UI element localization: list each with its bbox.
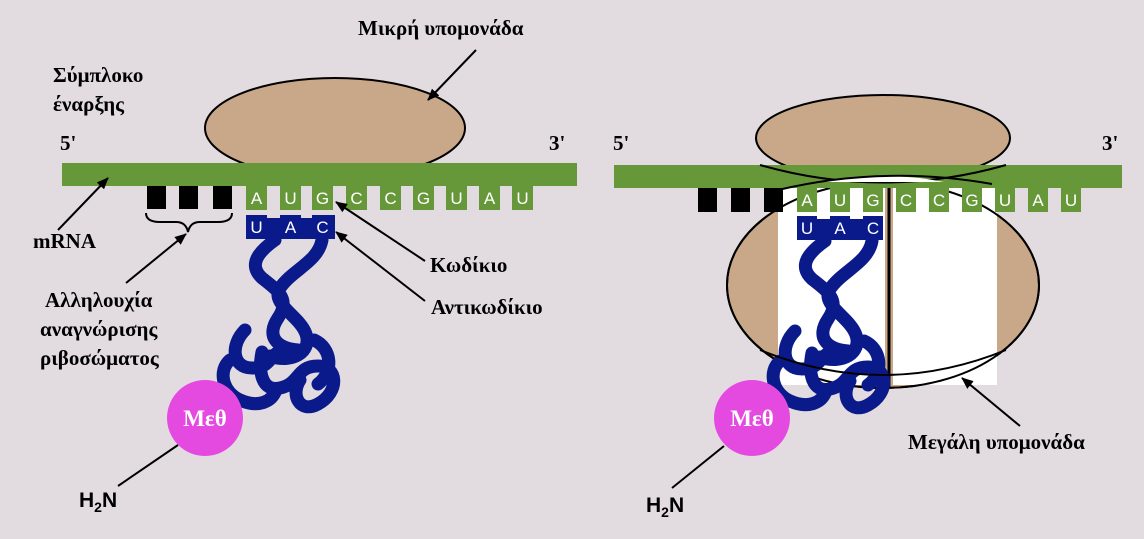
codon-box — [280, 186, 301, 210]
mrna-base: U — [284, 189, 296, 208]
anticodon-base: A — [834, 219, 846, 238]
mrna-base: C — [900, 191, 912, 210]
mrna-base: A — [801, 191, 813, 210]
mrna-base: C — [350, 189, 362, 208]
anticodon-base: C — [867, 219, 879, 238]
mrna-base: G — [965, 191, 978, 210]
small-subunit-label: Μικρή υπομονάδα — [358, 16, 524, 40]
mrna-base-box — [896, 188, 916, 212]
initiation-complex-label-line1: Σύμπλοκο — [53, 63, 143, 87]
right-trna — [766, 234, 891, 415]
mrna-base-box — [380, 186, 401, 210]
codon-arrow — [335, 201, 426, 262]
mrna-base-box — [512, 186, 533, 210]
amino-group-label: H2N — [79, 489, 117, 515]
mrna-base-box — [479, 186, 500, 210]
mrna-base: U — [834, 191, 846, 210]
mrna-base: C — [384, 189, 396, 208]
methionine-label: Μεθ — [183, 406, 227, 431]
codon-box — [863, 188, 883, 212]
mrna-strand — [62, 163, 577, 186]
anticodon-base: U — [250, 218, 262, 237]
mrna-base-box — [995, 188, 1015, 212]
five-prime-label: 5' — [60, 131, 76, 155]
methionine-circle — [167, 380, 243, 456]
anticodon-arrow — [335, 231, 426, 302]
tunnel-arc — [777, 174, 993, 191]
mrna-base-box — [929, 188, 949, 212]
mrna-base: C — [933, 191, 945, 210]
anticodon-base: A — [285, 218, 297, 237]
a-site-cavity — [893, 185, 997, 385]
left-mrna-bases: A U G C C G U A U — [246, 186, 533, 210]
large-subunit-label: Μεγάλη υπομονάδα — [908, 430, 1085, 454]
amino-group-label: H2N — [646, 494, 684, 520]
amino-bond-line — [117, 444, 179, 487]
mrna-base-box — [962, 188, 982, 212]
anticodon-base: U — [801, 219, 813, 238]
mrna-base-box — [446, 186, 467, 210]
anticodon-label: Αντικωδίκιο — [431, 295, 543, 319]
mrna-base: A — [484, 189, 496, 208]
mrna-base: U — [999, 191, 1011, 210]
mrna-base: U — [1065, 191, 1077, 210]
mrna-base: U — [450, 189, 462, 208]
methionine-label: Μεθ — [730, 406, 774, 431]
recognition-arrow — [125, 233, 187, 284]
left-trna — [216, 233, 341, 414]
initiation-complex-label-line2: έναρξης — [53, 92, 125, 116]
mrna-label: mRNA — [33, 229, 97, 253]
codon-box — [797, 188, 817, 212]
recognition-label-line3: ριβοσώματος — [40, 346, 160, 370]
amino-bond-line — [671, 445, 725, 489]
five-prime-label: 5' — [613, 131, 629, 155]
mrna-base: U — [516, 189, 528, 208]
recognition-sequence-boxes — [698, 188, 783, 212]
three-prime-label: 3' — [1102, 131, 1118, 155]
codon-box — [312, 186, 333, 210]
mrna-base-box — [413, 186, 434, 210]
mrna-base: A — [1032, 191, 1044, 210]
recognition-label-line1: Αλληλουχία — [45, 288, 153, 312]
right-panel: A U G C C G U A U U A C — [613, 94, 1122, 520]
right-mrna-bases: A U G C C G U A U — [797, 188, 1081, 212]
codon-box — [830, 188, 850, 212]
mrna-base: G — [316, 189, 329, 208]
small-subunit-arrow — [427, 49, 477, 101]
mrna-base: A — [251, 189, 263, 208]
left-anticodon: U A C — [246, 215, 335, 239]
methionine-circle — [714, 380, 790, 456]
codon-label: Κωδίκιο — [430, 253, 507, 277]
anticodon-base: C — [316, 218, 328, 237]
small-subunit-overlap-arc — [759, 164, 1007, 184]
mrna-arrow — [57, 177, 109, 231]
mrna-base: G — [417, 189, 430, 208]
mrna-base-box — [1061, 188, 1081, 212]
codon-box — [246, 186, 267, 210]
recognition-sequence-boxes — [147, 186, 232, 209]
recognition-brace — [145, 212, 233, 233]
left-panel: A U G C C G U A U U A C — [33, 16, 577, 515]
large-subunit-arrow — [961, 377, 1021, 427]
mrna-base: G — [866, 191, 879, 210]
mrna-base-box — [1028, 188, 1048, 212]
three-prime-label: 3' — [549, 131, 565, 155]
recognition-label-line2: αναγνώρισης — [40, 317, 158, 341]
mrna-base-box — [346, 186, 367, 210]
